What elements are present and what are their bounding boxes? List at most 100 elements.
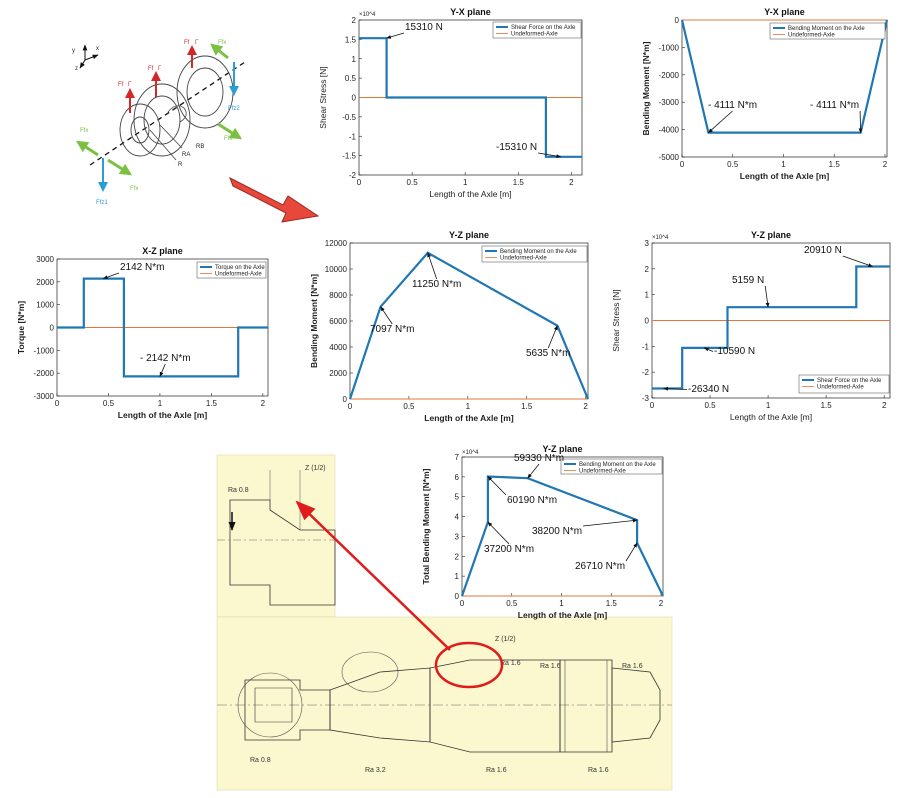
x-tick-label: 1.5 [606,599,618,608]
x-tick-label: 2 [261,399,266,408]
y-tick-label: 8000 [329,291,347,300]
y-tick-label: 7 [455,453,460,462]
y-tick-label: 5 [455,493,460,502]
annotation-arrow [708,110,733,133]
annotation-label: 20910 N [804,245,842,256]
callout-label: Z (1/2) [495,636,516,643]
x-axis-label: Length of the Axle [m] [118,410,208,420]
axis-label-y: y [72,48,75,54]
annotation-arrow [663,386,688,391]
annotation-label: - 4111 N*m [708,100,757,111]
x-tick-label: 1.5 [821,401,833,410]
legend-box [560,458,663,475]
wheel-left [119,103,161,157]
annotation-arrow [159,363,166,377]
y-tick-label: -3000 [34,392,55,401]
y-tick-label: 2 [645,265,650,274]
legend-entry: Torque on the Axle [215,265,265,271]
annotation-arrow [582,518,638,527]
annotation-arrow [538,152,562,158]
x-tick-label: 1.5 [513,178,525,187]
radius-label-r: R [178,162,183,168]
annotation-label: 37200 N*m [484,544,534,555]
chart-title: Y-X plane [764,7,805,17]
annotation-arrow [102,272,120,279]
y-tick-label: 2000 [36,278,54,287]
chart-title: Y-Z plane [542,444,582,454]
annotation-label: 2142 N*m [120,262,164,273]
annotation-arrow [380,306,393,325]
roughness-1: Ra 0.8 [228,487,249,494]
y-tick-label: -1 [642,342,650,351]
roughness-3: Ra 1.6 [500,660,521,667]
detail-view-panel [216,454,336,618]
label-gamma-3: Γ [195,40,199,46]
y-tick-label: -2 [642,368,650,377]
x-tick-label: 1.5 [521,402,533,411]
x-tick-label: 2 [569,178,574,187]
x-axis-label: Length of the Axle [m] [730,412,812,422]
x-tick-label: 1 [766,401,771,410]
y-axis-label: Shear Stress [N] [318,66,328,128]
y-tick-label: -2000 [659,71,680,80]
plot-area [681,19,888,158]
y-tick-label: 3 [455,532,460,541]
annotation-label: 11250 N*m [412,279,461,290]
x-tick-label: 1 [781,160,786,169]
radius-label-ra: RA [182,152,190,158]
legend-entry: Undeformed-Axle [579,469,626,475]
y-tick-label: 1 [352,55,357,64]
series-line-main [57,277,268,378]
annotation-label: -15310 N [496,142,537,153]
annotation-arrow [547,325,558,349]
x-axis-label: Length of the Axle [m] [740,171,830,181]
roughness-5: Ra 1.6 [622,663,643,670]
legend-box [481,245,588,263]
legend-box [492,21,582,39]
series-line-main [680,19,889,134]
annotation-label: - 2142 N*m [140,353,191,364]
x-tick-label: 0 [460,599,465,608]
annotation-label: 5635 N*m [526,348,570,359]
axis-label-x: x [96,46,99,52]
series-line-main [359,37,582,158]
callout-arrow [295,500,451,651]
legend-entry: Undeformed-Axle [511,32,558,38]
legend-entry: Undeformed-Axle [500,256,547,262]
x-axis-label: Length of the Axle [m] [429,189,511,199]
annotation-arrow [487,476,507,496]
annotation-label: - 4111 N*m [810,100,859,111]
axis-label-z: z [75,66,78,72]
y-tick-label: 1 [645,291,650,300]
y-tick-label: 2 [455,552,460,561]
x-tick-label: 1.5 [206,399,218,408]
y-tick-label: 0 [343,395,348,404]
legend-box [798,374,890,394]
roughness-4: Ra 1.6 [540,663,561,670]
axle-centerline [89,61,246,166]
label-ffz1: Ffz1 [96,200,108,206]
y-tick-label: 6 [455,473,460,482]
chart-title: X-Z plane [142,246,183,256]
legend-entry: Shear Force on the Axle [511,25,576,31]
chart-title: Y-X plane [450,7,491,17]
legend-entry: Bending Moment on the Axle [579,462,656,468]
legend-entry: Undeformed-Axle [817,385,864,391]
annotation-label: 38200 N*m [532,526,582,537]
y-tick-label: 3 [645,239,650,248]
chart-title: Y-Z plane [449,230,489,240]
y-tick-label: -3 [642,394,650,403]
roughness-6: Ra 3.2 [365,767,386,774]
y-tick-label: 4 [455,513,460,522]
y-tick-label: -5000 [659,153,680,162]
x-tick-label: 0 [55,399,60,408]
plot-area [349,242,589,400]
label-ffx-1: Ffx [80,128,88,134]
y-tick-label: -1000 [34,346,55,355]
legend-entry: Shear Force on the Axle [817,378,882,384]
annotation-label: -10590 N [714,346,755,357]
